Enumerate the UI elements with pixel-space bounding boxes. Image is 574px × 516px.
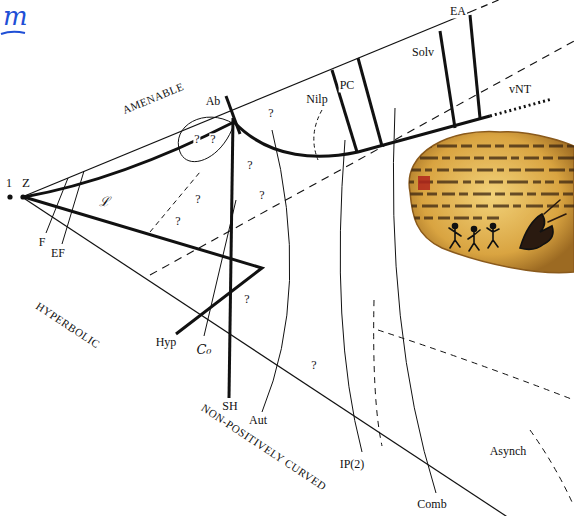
- region-label: AMENABLE: [120, 80, 187, 117]
- pc-tick: [358, 58, 382, 146]
- question-mark: ?: [193, 133, 200, 146]
- trivial-group-dot: [7, 194, 12, 199]
- question-mark: ?: [246, 159, 253, 172]
- dashed-guide: [150, 172, 200, 232]
- asynch-dashed-arc: [530, 430, 572, 502]
- question-mark: ?: [209, 133, 216, 146]
- class-label: SH: [221, 400, 238, 413]
- class-label: Solv: [411, 46, 435, 59]
- class-label: C₀: [195, 343, 212, 357]
- class-label: ℒ: [98, 195, 111, 209]
- class-label: IP(2): [339, 458, 366, 471]
- class-label: Hyp: [155, 336, 178, 349]
- region-label: HYPERBOLIC: [33, 299, 103, 351]
- nilp-dashed-arc: [314, 110, 322, 160]
- class-label: Nilp: [305, 93, 328, 106]
- class-label: F: [38, 236, 47, 249]
- ip2-arc: [340, 140, 362, 452]
- aut-arc: [262, 130, 290, 412]
- hand-underline: [1, 32, 25, 34]
- question-mark: ?: [267, 107, 274, 120]
- class-label: EA: [449, 5, 467, 18]
- class-label: vNT: [508, 83, 532, 96]
- ea-tick: [470, 15, 480, 118]
- class-label: EF: [50, 247, 66, 260]
- class-label: Z: [21, 176, 31, 190]
- sh-thick-line: [229, 118, 233, 398]
- manuscript-inset: [405, 132, 574, 273]
- question-mark: ?: [243, 293, 250, 306]
- class-label: Asynch: [489, 445, 528, 458]
- amenable-edge: [22, 12, 470, 197]
- question-mark: ?: [194, 193, 201, 206]
- amenable-chain-dotted: [490, 99, 552, 116]
- class-label: 1: [5, 177, 13, 190]
- handwritten-note: m: [2, 2, 29, 31]
- question-loop: [178, 117, 234, 162]
- l-thick-line: [24, 122, 234, 197]
- z-dot: [20, 194, 25, 199]
- ef-arc: [62, 171, 84, 244]
- vnt-boundary: [150, 41, 574, 275]
- asynch-dashed-arc: [378, 330, 574, 400]
- class-label: Aut: [248, 414, 268, 427]
- class-label: PC: [339, 79, 356, 92]
- nilp-tick: [332, 70, 357, 152]
- question-mark: ?: [258, 189, 265, 202]
- amenable-edge-dashed: [470, 0, 532, 12]
- class-label: Ab: [205, 95, 222, 108]
- ip2-dashed-arc: [374, 300, 382, 446]
- class-label: Comb: [416, 498, 447, 511]
- solv-tick: [440, 31, 455, 128]
- question-mark: ?: [174, 215, 181, 228]
- ab-tick: [226, 96, 240, 134]
- question-mark: ?: [310, 359, 317, 372]
